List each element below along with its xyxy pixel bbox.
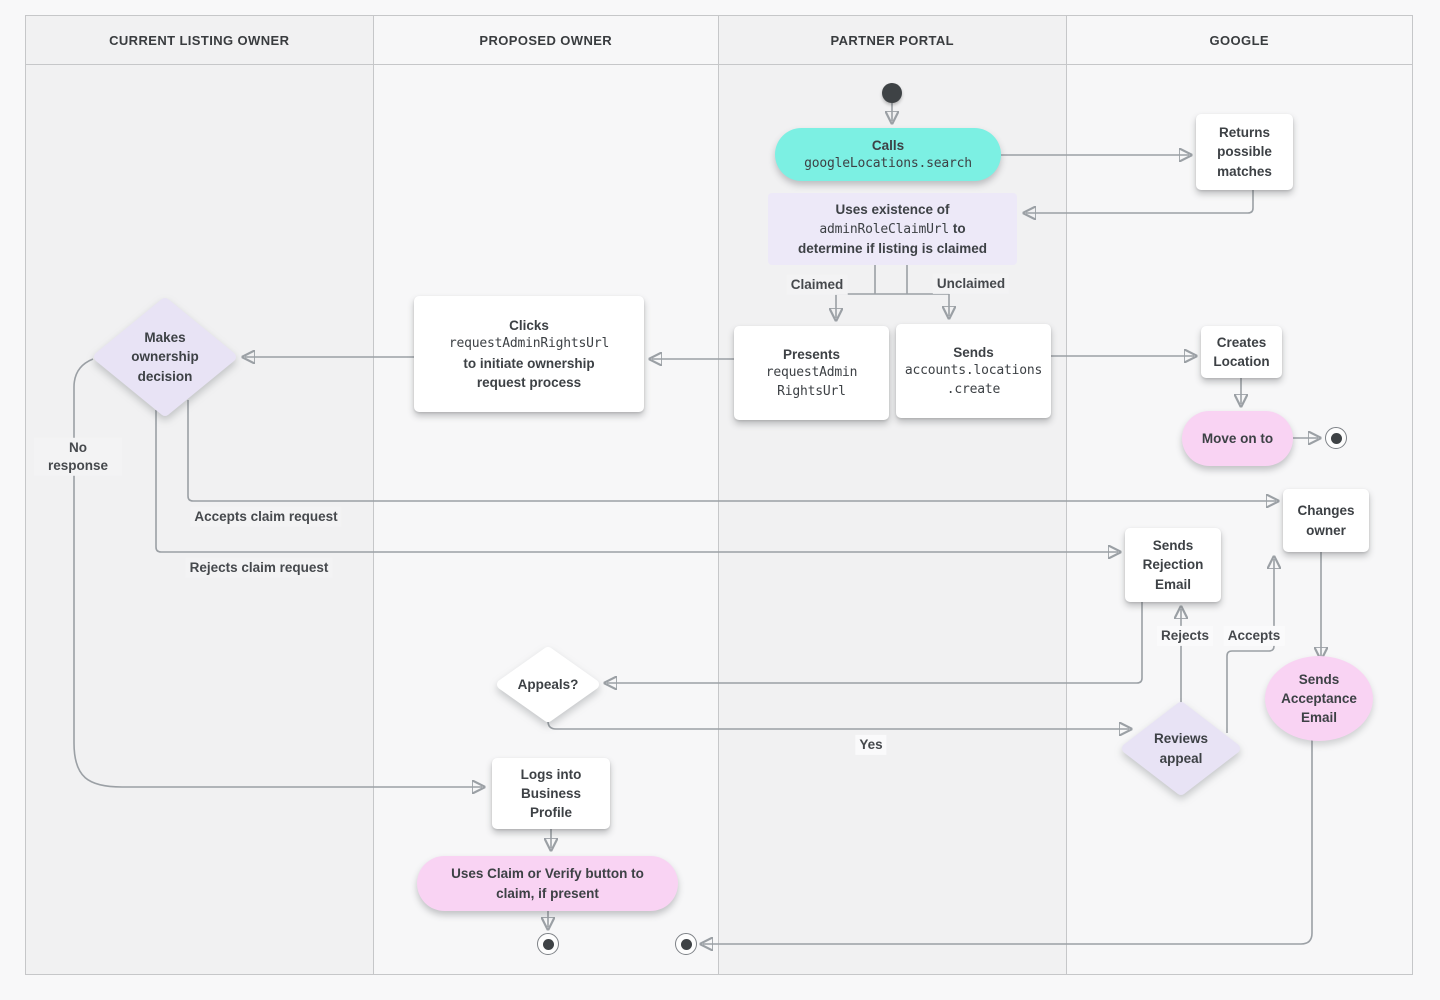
end-node-claim bbox=[537, 933, 559, 955]
lane-title-current-listing-owner: CURRENT LISTING OWNER bbox=[26, 16, 373, 65]
edge-label-rejects-claim-request: Rejects claim request bbox=[185, 557, 333, 579]
edge-label-accepts: Accepts bbox=[1223, 625, 1285, 647]
node-reviews-appeal: Reviews appeal bbox=[1121, 701, 1241, 796]
start-node bbox=[882, 83, 902, 103]
swimlane-diagram: CURRENT LISTING OWNER PROPOSED OWNER PAR… bbox=[25, 15, 1413, 975]
edge-label-rejects: Rejects bbox=[1156, 625, 1214, 647]
edge-label-yes: Yes bbox=[855, 734, 887, 756]
node-clicks-requestadminrightsurl: Clicks requestAdminRightsUrl to initiate… bbox=[414, 296, 644, 412]
node-appeals-decision: Appeals? bbox=[496, 646, 600, 723]
lane-proposed-owner: PROPOSED OWNER bbox=[373, 16, 719, 974]
edge-label-unclaimed: Unclaimed bbox=[932, 273, 1010, 295]
lane-title-partner-portal: PARTNER PORTAL bbox=[719, 16, 1066, 65]
node-sends-accounts-locations-create: Sends accounts.locations .create bbox=[896, 324, 1051, 418]
edge-label-claimed: Claimed bbox=[786, 274, 848, 296]
end-node-acceptance bbox=[675, 933, 697, 955]
edge-label-accepts-claim-request: Accepts claim request bbox=[190, 506, 342, 528]
lane-title-google: GOOGLE bbox=[1066, 16, 1412, 65]
node-makes-ownership-decision: Makes ownership decision bbox=[93, 297, 237, 417]
node-move-on-to: Move on to bbox=[1182, 411, 1293, 466]
node-changes-owner: Changes owner bbox=[1283, 489, 1369, 552]
node-presents-requestadminrightsurl: Presents requestAdmin RightsUrl bbox=[734, 326, 889, 420]
lane-title-proposed-owner: PROPOSED OWNER bbox=[373, 16, 718, 65]
node-sends-acceptance-email: Sends Acceptance Email bbox=[1265, 656, 1373, 741]
end-node-create bbox=[1325, 427, 1347, 449]
node-calls-googlelocations-search: Calls googleLocations.search bbox=[775, 128, 1001, 181]
node-logs-into-business-profile: Logs into Business Profile bbox=[492, 758, 610, 829]
node-returns-possible-matches: Returns possible matches bbox=[1196, 114, 1293, 190]
lane-current-listing-owner: CURRENT LISTING OWNER bbox=[26, 16, 374, 974]
node-creates-location: Creates Location bbox=[1201, 326, 1282, 378]
edge-label-no-response: No response bbox=[34, 437, 122, 477]
node-uses-existence-adminroleclaimurl: Uses existence of adminRoleClaimUrl to d… bbox=[768, 193, 1017, 265]
node-sends-rejection-email: Sends Rejection Email bbox=[1125, 528, 1221, 602]
node-uses-claim-or-verify-button: Uses Claim or Verify button to claim, if… bbox=[417, 856, 678, 911]
